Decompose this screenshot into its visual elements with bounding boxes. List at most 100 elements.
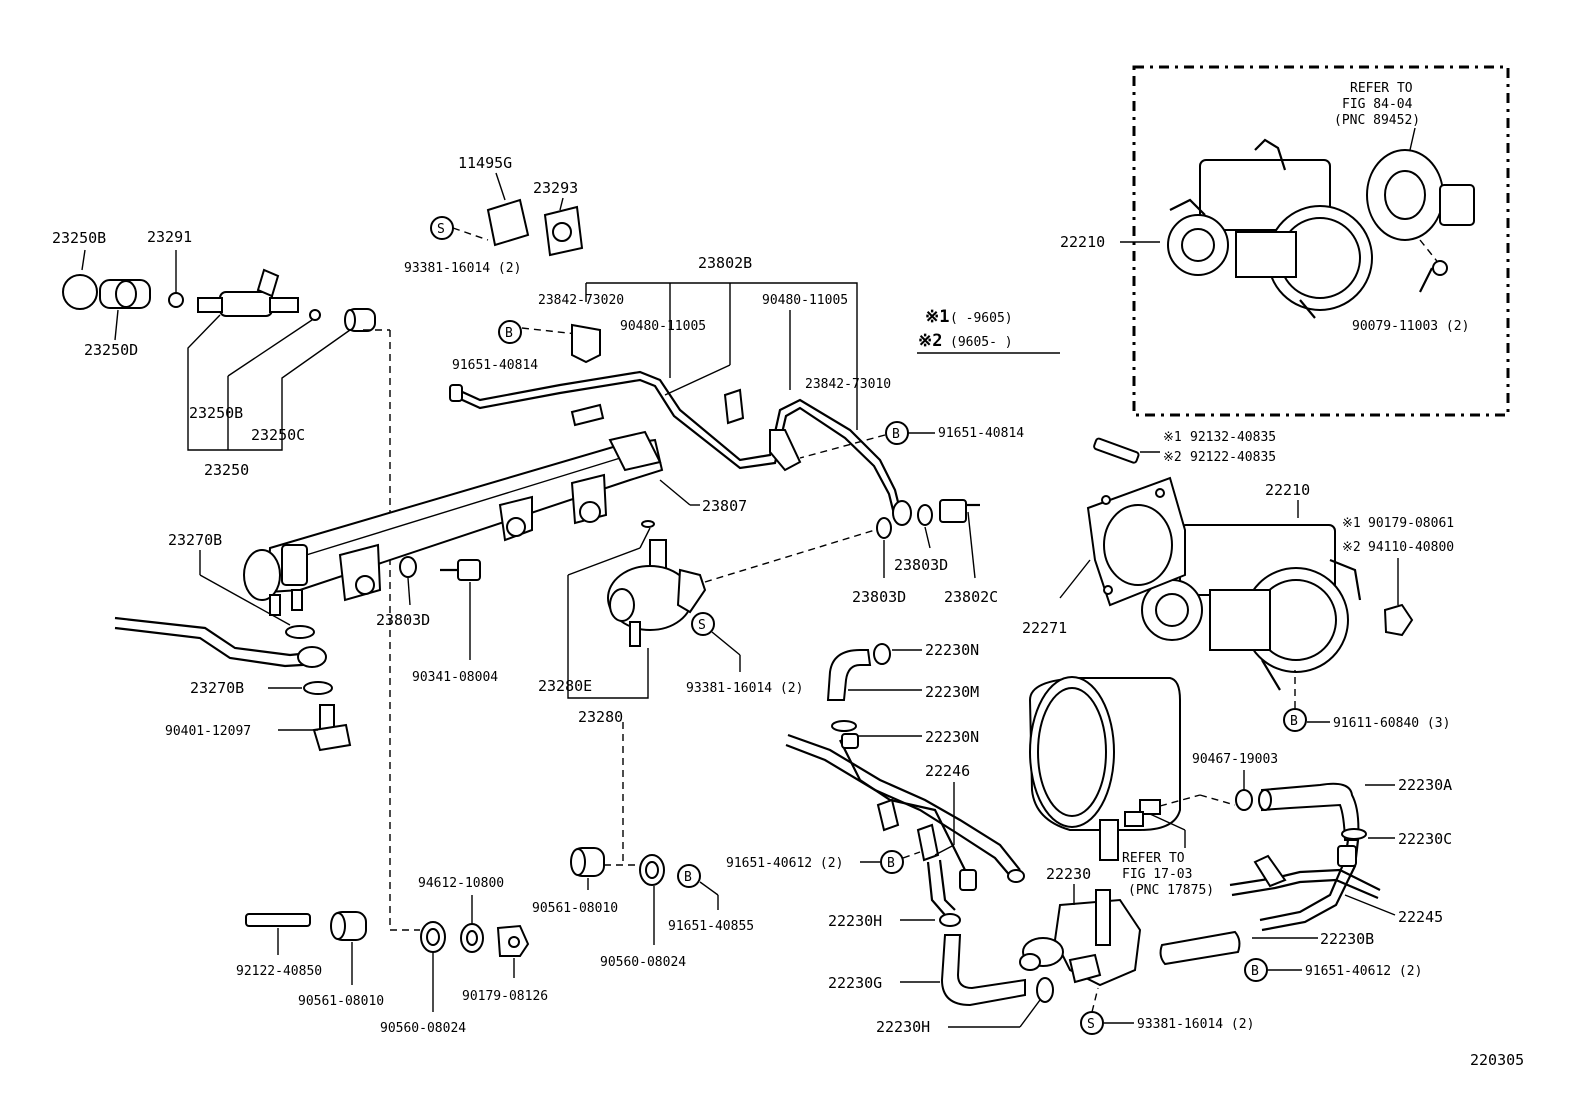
label-91651-40612-right: 91651-40612 (2) [1305, 964, 1422, 979]
label-23807: 23807 [702, 497, 747, 515]
label-92122-40835: 92122-40835 [1190, 450, 1276, 465]
label-22210-main: 22210 [1265, 481, 1310, 499]
clamp-22230C [1341, 828, 1367, 840]
symbol-B-1-text: B [505, 326, 513, 341]
symbol-B-4-text: B [887, 856, 895, 871]
insulator-90561-08010-a [330, 911, 367, 941]
label-91611-60840: 91611-60840 (3) [1333, 716, 1450, 731]
symbol-B-2-text: B [892, 427, 900, 442]
label-91651-40612-left: 91651-40612 (2) [726, 856, 843, 871]
label-23291: 23291 [147, 228, 192, 246]
cover-plate-11495G [486, 198, 530, 247]
union-bolt-23802C [939, 499, 980, 523]
clip-90467-19003 [1235, 789, 1253, 811]
label-23280E: 23280E [538, 677, 592, 695]
gasket-23270B-top [285, 625, 315, 639]
hose-22230A [1258, 782, 1360, 841]
fuel-inlet-hose [114, 616, 327, 668]
label-90467-19003: 90467-19003 [1192, 752, 1278, 767]
label-22230B: 22230B [1320, 930, 1374, 948]
air-valve-22230 [1019, 889, 1142, 987]
label-23250B-mid: 23250B [189, 404, 243, 422]
label-22230H-a: 22230H [828, 912, 882, 930]
refer-text-mid-1: REFER TO [1122, 851, 1185, 866]
label-91651-40814-a: 91651-40814 [452, 358, 538, 373]
symbol-B-6-text: B [1290, 714, 1298, 729]
legend-mark-2: ※2 [918, 331, 942, 351]
figure-id: 220305 [1470, 1051, 1524, 1069]
label-90480-11005-a: 90480-11005 [620, 319, 706, 334]
label-22230A: 22230A [1398, 776, 1452, 794]
hose-22230M [826, 649, 872, 701]
label-22230: 22230 [1046, 865, 1091, 883]
label-94110-40800: 94110-40800 [1368, 540, 1454, 555]
throttle-body-22210 [1141, 524, 1362, 691]
symbol-B-5-text: B [1251, 964, 1259, 979]
legend-mark-1: ※1 [925, 307, 949, 327]
symbol-B-4 [880, 850, 904, 874]
refer-text-box-1: REFER TO [1350, 81, 1413, 96]
refer-text-box-2: FIG 84-04 [1342, 97, 1413, 112]
nut-94110 [1383, 603, 1414, 637]
label-90079-11003: 90079-11003 (2) [1352, 319, 1469, 334]
fuel-pipe-23802B [449, 323, 912, 526]
label-23293: 23293 [533, 179, 578, 197]
label-93381-bot: 93381-16014 (2) [1137, 1017, 1254, 1032]
hose-22230B [1159, 930, 1241, 966]
symbol-S-bot-text: S [1087, 1017, 1095, 1032]
nut-90179-08126 [496, 924, 530, 957]
label-23803D-right: 23803D [894, 556, 948, 574]
symbol-B-1 [498, 320, 522, 344]
intake-air-connector [1028, 676, 1181, 861]
label-22230C: 22230C [1398, 830, 1452, 848]
label-22230G: 22230G [828, 974, 882, 992]
label-23803D-mid: 23803D [852, 588, 906, 606]
label-91651-40855: 91651-40855 [668, 919, 754, 934]
o-ring-23250B [62, 274, 98, 310]
refer-text-mid-3: (PNC 17875) [1128, 883, 1214, 898]
legend-range-2: (9605- ) [950, 335, 1013, 350]
water-pipe-22245 [1229, 839, 1381, 932]
label-90561-08010-b: 90561-08010 [532, 901, 618, 916]
label-90179-08061: 90179-08061 [1368, 516, 1454, 531]
clamp-22230H-a [939, 913, 961, 927]
label-92132-40835: 92132-40835 [1190, 430, 1276, 445]
grommet-23250C [344, 308, 376, 332]
label-90179-08126: 90179-08126 [462, 989, 548, 1004]
label-23803D-left: 23803D [376, 611, 430, 629]
symbol-B-3 [677, 864, 701, 888]
fuel-delivery-rail-23807 [243, 430, 664, 616]
label-22230N-b: 22230N [925, 728, 979, 746]
label-11495G: 11495G [458, 154, 512, 172]
prefix-2-a: ※2 [1163, 450, 1182, 465]
washer-90560-08024-b [639, 854, 665, 886]
symbol-S-top-text: S [437, 222, 445, 237]
washer-90560-08024-a [420, 921, 446, 953]
label-93381-mid: 93381-16014 (2) [686, 681, 803, 696]
gasket-22271 [1086, 476, 1186, 607]
union-bolt-90401 [312, 704, 352, 752]
label-23250D: 23250D [84, 341, 138, 359]
washer-23803D-mid [876, 517, 892, 539]
stud-92122-40850 [245, 913, 311, 927]
label-23802B: 23802B [698, 254, 752, 272]
water-pipe-22246 [785, 733, 1025, 916]
label-90480-11005-b: 90480-11005 [762, 293, 848, 308]
label-93381-top: 93381-16014 (2) [404, 261, 521, 276]
symbol-S-mid-text: S [698, 618, 706, 633]
refer-text-mid-2: FIG 17-03 [1122, 867, 1192, 882]
washer-23803D-right [917, 504, 933, 526]
clamp-22230N-a [873, 643, 891, 665]
prefix-1-a: ※1 [1163, 430, 1182, 445]
refer-text-box-3: (PNC 89452) [1334, 113, 1420, 128]
gasket-23270B-bot [303, 681, 333, 695]
injector-grommet-23250D [99, 279, 151, 309]
symbol-B-3-text: B [684, 870, 692, 885]
symbol-B-6 [1283, 708, 1307, 732]
label-23842-73010: 23842-73010 [805, 377, 891, 392]
label-23250C: 23250C [251, 426, 305, 444]
label-90401-12097: 90401-12097 [165, 724, 251, 739]
label-90560-08024-b: 90560-08024 [600, 955, 686, 970]
